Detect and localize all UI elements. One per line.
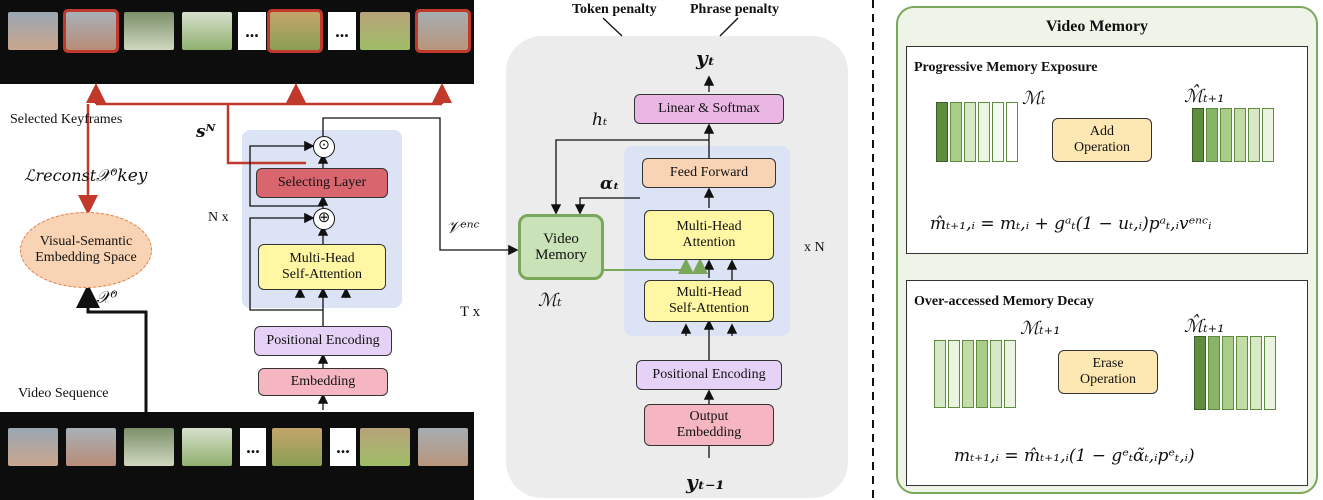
ellipsis-1: ... (240, 428, 266, 466)
encoder-embedding-label: Embedding (290, 374, 356, 389)
v-enc-label: 𝒱ᵉⁿᶜ (446, 218, 480, 238)
l-reconst-label: ℒreconst (24, 166, 97, 185)
frame-5-selected (267, 9, 323, 53)
linear-softmax-box: Linear & Softmax (634, 94, 784, 124)
memory-bars-pme-left (936, 102, 1020, 162)
oamd-equation: mₜ₊₁,ᵢ = m̂ₜ₊₁,ᵢ(1 − gᵉₜα̃ₜ,ᵢpᵉₜ,ᵢ) (954, 446, 1195, 466)
decoder-positional-encoding-box: Positional Encoding (636, 360, 782, 390)
phrase-penalty-label: Phrase penalty (690, 2, 780, 17)
decoder-mha-box: Multi-Head Attention (644, 210, 774, 260)
ellipsis-2: ... (330, 428, 356, 466)
frame-7-selected (415, 9, 471, 53)
video-sequence-label: Video Sequence (18, 386, 109, 401)
pme-equation: m̂ₜ₊₁,ᵢ = mₜ,ᵢ + gᵃₜ(1 − uₜ,ᵢ)pᵃₜ,ᵢvᵉⁿᶜᵢ (930, 214, 1212, 234)
ellipsis-1: ... (238, 12, 266, 50)
frame-2-selected (63, 9, 119, 53)
decoder-mhsa-label: Multi-Head Self-Attention (668, 285, 750, 316)
oamd-m-hat-label: ℳ̂ₜ₊₁ (1184, 316, 1225, 337)
decoder-mha-label: Multi-Head Attention (676, 219, 742, 250)
encoder-mhsa-label: Multi-Head Self-Attention (281, 251, 363, 282)
add-operation-label: Add Operation (1074, 124, 1130, 155)
linear-softmax-label: Linear & Softmax (658, 101, 760, 116)
encoder-embedding-box: Embedding (258, 368, 388, 396)
output-embedding-box: Output Embedding (644, 404, 774, 446)
oamd-title: Over-accessed Memory Decay (914, 294, 1094, 309)
output-embedding-label: Output Embedding (676, 409, 742, 440)
frame-6 (360, 12, 410, 50)
feed-forward-label: Feed Forward (669, 165, 749, 180)
h-t-label: hₜ (592, 110, 608, 130)
s-n-label: sᴺ (196, 122, 216, 142)
frame-3 (124, 12, 174, 50)
frame-1 (8, 12, 58, 50)
memory-bars-oamd-right (1194, 336, 1278, 410)
multiply-node: ⊙ (313, 136, 335, 158)
x-key-label: 𝒳⁰key (96, 166, 148, 186)
t-x-label: T x (460, 304, 481, 320)
erase-operation-label: Erase Operation (1080, 356, 1136, 387)
pme-title: Progressive Memory Exposure (914, 60, 1098, 75)
n-x-label: N x (208, 210, 229, 225)
memory-m-t-label: ℳₜ (538, 290, 562, 311)
erase-operation-box: Erase Operation (1058, 350, 1158, 394)
frame-7 (418, 428, 468, 466)
add-operation-box: Add Operation (1052, 118, 1152, 162)
selected-keyframes-label: Selected Keyframes (10, 112, 123, 127)
frame-4 (182, 12, 232, 50)
video-memory-box: Video Memory (518, 214, 604, 280)
y-t-minus-1-label: yₜ₋₁ (686, 470, 725, 494)
pme-m-t-label: ℳₜ (1022, 88, 1046, 109)
encoder-positional-encoding-label: Positional Encoding (266, 333, 380, 348)
filmstrip-top: ... ... (0, 0, 474, 84)
alpha-t-label: αₜ (600, 174, 620, 194)
selecting-layer-box: Selecting Layer (256, 168, 388, 198)
frame-3 (124, 428, 174, 466)
frame-4 (182, 428, 232, 466)
token-penalty-label: Token penalty (572, 2, 657, 17)
feed-forward-box: Feed Forward (642, 158, 776, 188)
frame-2 (66, 428, 116, 466)
pme-m-hat-label: ℳ̂ₜ₊₁ (1184, 86, 1225, 107)
x0-label: 𝒳⁰ (96, 288, 118, 308)
frame-6 (360, 428, 410, 466)
frame-1 (8, 428, 58, 466)
video-memory-label: Video Memory (535, 231, 587, 263)
memory-bars-oamd-left (934, 340, 1018, 410)
decoder-positional-encoding-label: Positional Encoding (652, 367, 766, 382)
encoder-positional-encoding-box: Positional Encoding (254, 326, 392, 356)
embedding-space-label: Visual-Semantic Embedding Space (35, 234, 137, 265)
encoder-mhsa-box: Multi-Head Self-Attention (258, 244, 386, 290)
memory-bars-pme-right (1192, 108, 1276, 166)
decoder-mhsa-box: Multi-Head Self-Attention (644, 280, 774, 322)
filmstrip-bottom: ... ... (0, 412, 474, 500)
frame-5 (272, 428, 322, 466)
x-n-label: x N (804, 240, 825, 255)
ellipsis-2: ... (328, 12, 356, 50)
embedding-space-ellipse: Visual-Semantic Embedding Space (20, 212, 152, 288)
add-node: ⊕ (313, 208, 335, 230)
selecting-layer-label: Selecting Layer (277, 175, 367, 190)
y-t-label: yₜ (696, 46, 716, 70)
video-memory-title: Video Memory (1046, 18, 1149, 35)
oamd-m-t1-label: ℳₜ₊₁ (1020, 318, 1061, 339)
